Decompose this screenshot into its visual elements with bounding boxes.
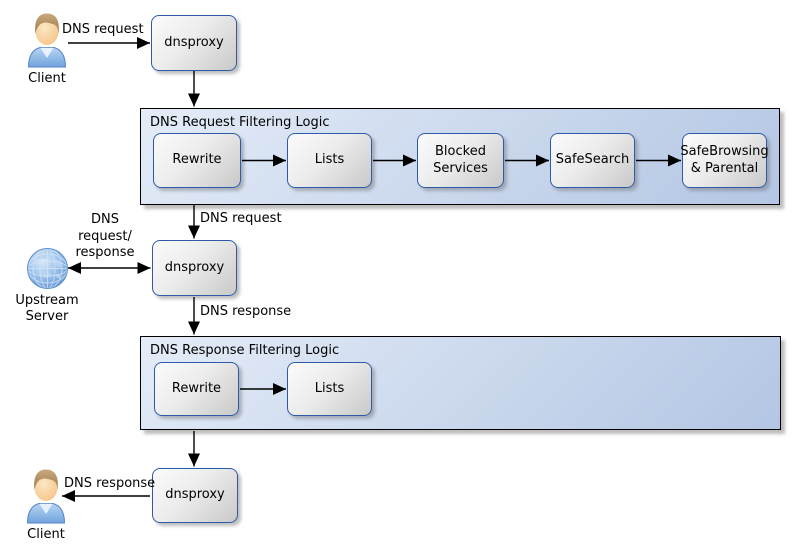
globe-icon [26, 248, 68, 289]
client-bottom: Client [21, 467, 71, 543]
upstream-server: Upstream Server [2, 247, 92, 326]
step-lists-request-label: Lists [314, 152, 345, 168]
label-upstream-response: DNS response [200, 304, 292, 319]
label-client-request: DNS request [62, 22, 144, 37]
client-bottom-label: Client [27, 527, 65, 542]
client-top: Client [22, 11, 72, 87]
step-safebrowsing-parental-label: SafeBrowsing & Parental [680, 144, 769, 176]
person-icon [26, 469, 66, 524]
label-client-response: DNS response [64, 476, 156, 491]
label-upstream-exchange: DNS request/ response [75, 212, 135, 261]
client-top-label: Client [28, 71, 66, 86]
step-lists-response: Lists [287, 362, 372, 416]
step-blocked-services: Blocked Services [417, 133, 504, 188]
step-lists-request: Lists [287, 133, 372, 188]
step-safesearch: SafeSearch [550, 133, 635, 188]
step-safebrowsing-parental: SafeBrowsing & Parental [680, 133, 769, 188]
step-blocked-services-label: Blocked Services [433, 144, 488, 176]
person-icon [27, 13, 67, 68]
node-dnsproxy-bottom: dnsproxy [152, 468, 238, 523]
container-response-filtering: DNS Response Filtering Logic [140, 336, 781, 430]
step-lists-response-label: Lists [314, 380, 345, 396]
upstream-server-label: Upstream Server [15, 293, 79, 325]
node-dnsproxy-bottom-label: dnsproxy [165, 487, 225, 503]
node-dnsproxy-top: dnsproxy [151, 15, 237, 71]
label-filtered-request: DNS request [200, 211, 282, 226]
step-rewrite-response-label: Rewrite [171, 380, 222, 396]
node-dnsproxy-top-label: dnsproxy [164, 34, 224, 50]
container-request-filtering-title: DNS Request Filtering Logic [150, 115, 330, 130]
container-response-filtering-title: DNS Response Filtering Logic [150, 343, 340, 358]
node-dnsproxy-mid-label: dnsproxy [164, 259, 225, 275]
step-rewrite-request-label: Rewrite [172, 152, 222, 168]
node-dnsproxy-mid: dnsproxy [152, 240, 237, 296]
step-rewrite-response: Rewrite [154, 362, 239, 416]
step-safesearch-label: SafeSearch [555, 152, 630, 168]
step-rewrite-request: Rewrite [153, 133, 241, 188]
